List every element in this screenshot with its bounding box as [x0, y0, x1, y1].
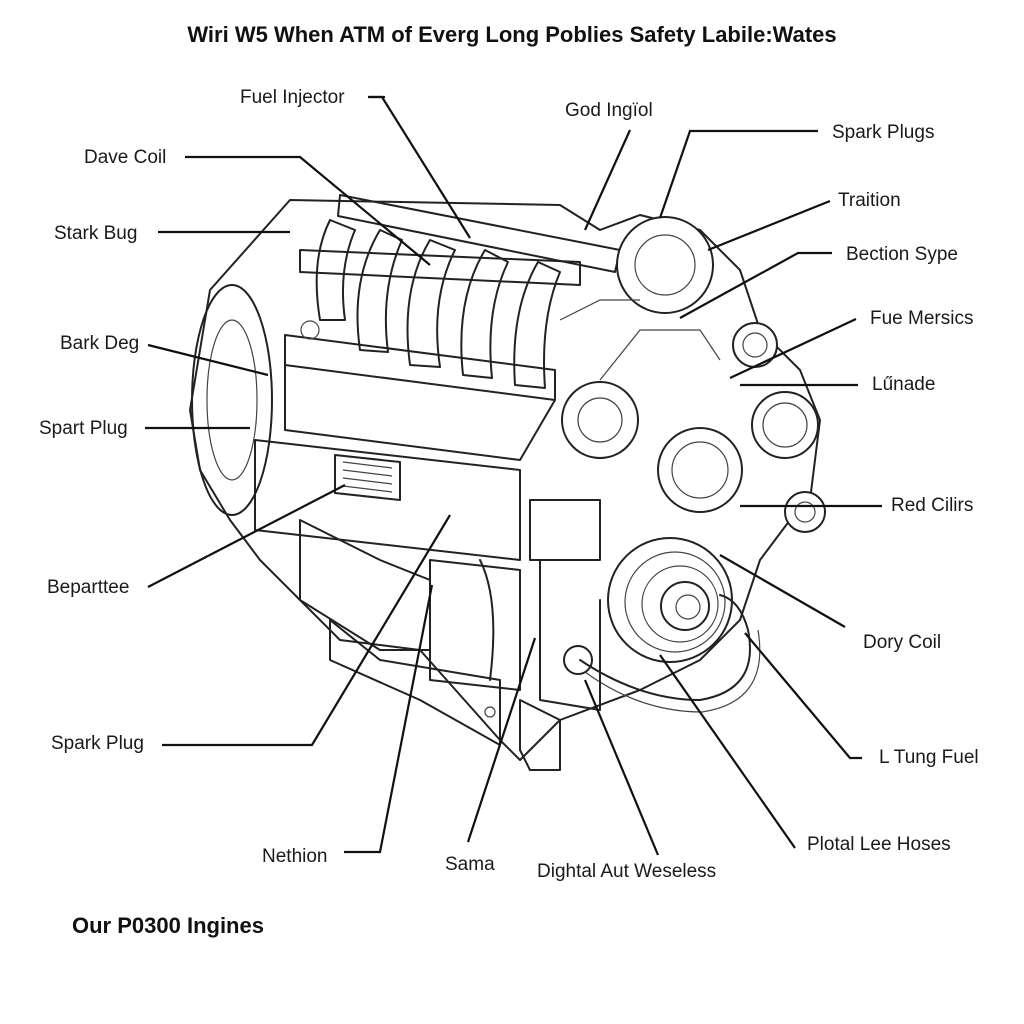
leader-lines: [145, 95, 882, 856]
label-bark-deg: Bark Deg: [60, 333, 140, 354]
label-fue-mersics: Fue Mersics: [870, 308, 974, 329]
label-dave-coil: Dave Coil: [84, 147, 167, 168]
label-dightal-aut-weseless: Dightal Aut Weseless: [537, 861, 717, 882]
label-sama: Sama: [445, 854, 495, 875]
label-fuel-injector: Fuel Injector: [240, 87, 345, 108]
label-stark-bug: Stark Bug: [54, 223, 138, 244]
engine-block: [189, 194, 826, 771]
footer-caption: Our P0300 Ingines: [72, 913, 264, 938]
label-spark-plug: Spark Plug: [51, 733, 144, 754]
label-spart-plug: Spart Plug: [39, 418, 128, 439]
label-l-tung-fuel: L Tung Fuel: [879, 747, 979, 768]
label-dory-coil: Dory Coil: [863, 632, 942, 653]
label-god-ingitiol: God Ingïol: [565, 100, 653, 121]
diagram-title: Wiri W5 When ATM of Everg Long Poblies S…: [187, 22, 837, 47]
label-spark-plugs: Spark Plugs: [832, 122, 935, 143]
label-bection-sype: Bection Sype: [846, 244, 958, 265]
label-red-cilirs: Red Cilirs: [891, 495, 974, 516]
label-traition: Traition: [838, 190, 901, 211]
label-lunade: Lűnade: [872, 374, 936, 395]
label-plotal-lee-hoses: Plotal Lee Hoses: [807, 834, 951, 855]
label-beparttee: Beparttee: [47, 577, 130, 598]
label-nethion: Nethion: [262, 846, 328, 867]
